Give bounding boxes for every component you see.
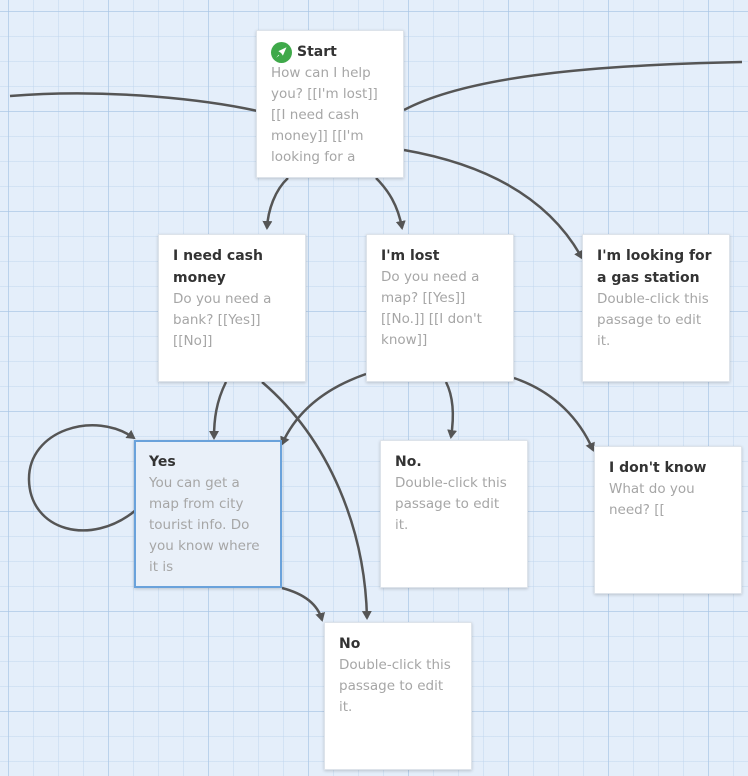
passage-im-lost[interactable]: I'm lost Do you need a map? [[Yes]] [[No… <box>366 234 514 382</box>
link-arrow-cash-money-to-yes <box>209 381 228 440</box>
link-arrow-im-lost-to-no-dot <box>444 381 458 439</box>
link-arrow-yes-to-no <box>281 586 326 622</box>
link-arrow-offscreen-left-to-start <box>9 92 263 114</box>
passage-excerpt: Do you need a bank? [[Yes]] [[No]] <box>173 291 272 349</box>
passage-excerpt: Double-click this passage to edit it. <box>339 657 451 715</box>
passage-yes[interactable]: Yes You can get a map from city tourist … <box>134 440 282 588</box>
passage-title: I don't know <box>609 460 707 476</box>
passage-title: I'm looking for a gas station <box>597 248 712 286</box>
link-arrow-cash-money-to-no <box>261 381 372 620</box>
passage-excerpt: What do you need? [[ <box>609 481 695 518</box>
link-arrow-yes-self-loop <box>27 424 137 532</box>
passage-no[interactable]: No Double-click this passage to edit it. <box>324 622 472 770</box>
passage-excerpt: How can I help you? [[I'm lost]] [[I nee… <box>271 65 378 165</box>
passage-im-looking-for-a-gas-station[interactable]: I'm looking for a gas station Double-cli… <box>582 234 730 382</box>
passage-i-need-cash-money[interactable]: I need cash money Do you need a bank? [[… <box>158 234 306 382</box>
passage-start[interactable]: Start How can I help you? [[I'm lost]] [… <box>256 30 404 178</box>
passage-excerpt: Double-click this passage to edit it. <box>597 291 709 349</box>
link-arrow-im-lost-to-yes <box>280 372 367 446</box>
passage-title: No <box>339 636 361 652</box>
link-arrow-start-to-offscreen-right <box>403 60 743 112</box>
passage-i-dont-know[interactable]: I don't know What do you need? [[ <box>594 446 742 594</box>
link-arrow-start-to-i-need-cash-money <box>262 177 289 230</box>
link-arrow-im-lost-to-i-dont-know <box>513 376 595 452</box>
rocket-icon <box>271 41 292 63</box>
link-arrow-start-to-im-lost <box>375 177 406 230</box>
link-arrow-start-to-gas-station <box>403 148 584 260</box>
passage-title: No. <box>395 454 422 470</box>
passage-title: I need cash money <box>173 248 263 286</box>
passage-title: Yes <box>149 454 176 470</box>
passage-title: I'm lost <box>381 248 440 264</box>
passage-no-dot[interactable]: No. Double-click this passage to edit it… <box>380 440 528 588</box>
passage-excerpt: Do you need a map? [[Yes]] [[No.]] [[I d… <box>381 269 482 348</box>
passage-excerpt: You can get a map from city tourist info… <box>149 475 260 575</box>
passage-title: Start <box>297 44 337 60</box>
passage-excerpt: Double-click this passage to edit it. <box>395 475 507 533</box>
